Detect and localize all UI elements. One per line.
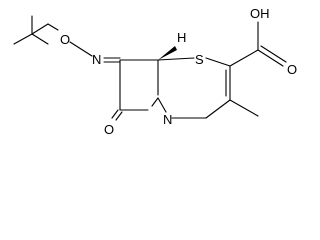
- lactam-co-bond-2: [115, 111, 123, 121]
- c-o-bond: [47, 23, 59, 31]
- ring-c-s-bond: [157, 57, 195, 61]
- dihydrothiazine-ring: [157, 57, 231, 119]
- ring-s-c-bond: [205, 57, 231, 67]
- ring-n-c-bond: [157, 97, 167, 113]
- tert-butyl-group: [13, 15, 49, 45]
- acid-c-o-double-2: [260, 45, 287, 63]
- stereo-hydrogen-label: H: [177, 30, 186, 45]
- stereo-wedge: [158, 46, 177, 60]
- acid-c-c-bond: [229, 49, 259, 67]
- ring-sulfur-label: S: [195, 52, 204, 67]
- acid-c-o-double-1: [257, 49, 284, 67]
- acid-carbonyl-oxygen-label: O: [287, 62, 297, 77]
- beta-lactam-ring: [119, 59, 159, 111]
- lactam-co-bond-1: [111, 109, 119, 119]
- ring-nitrogen-label: N: [163, 112, 172, 127]
- tbu-bond-left: [13, 33, 33, 45]
- tbu-bond-right: [31, 33, 49, 45]
- carboxylic-acid-group: [229, 21, 287, 67]
- o-n-bond: [69, 41, 93, 57]
- lactam-oxygen-label: O: [104, 122, 114, 137]
- molecule-structure: O N H S N O OH O: [13, 6, 297, 137]
- acid-hydroxyl-label: OH: [250, 6, 270, 21]
- oxime-nitrogen-label: N: [92, 52, 101, 67]
- ring-c-ch2-bond: [205, 99, 231, 119]
- methyl-bond: [229, 99, 259, 117]
- lactam-bond-n-c: [151, 97, 159, 107]
- tbu-bond-to-o: [31, 23, 49, 35]
- oxime-oxygen-label: O: [60, 32, 70, 47]
